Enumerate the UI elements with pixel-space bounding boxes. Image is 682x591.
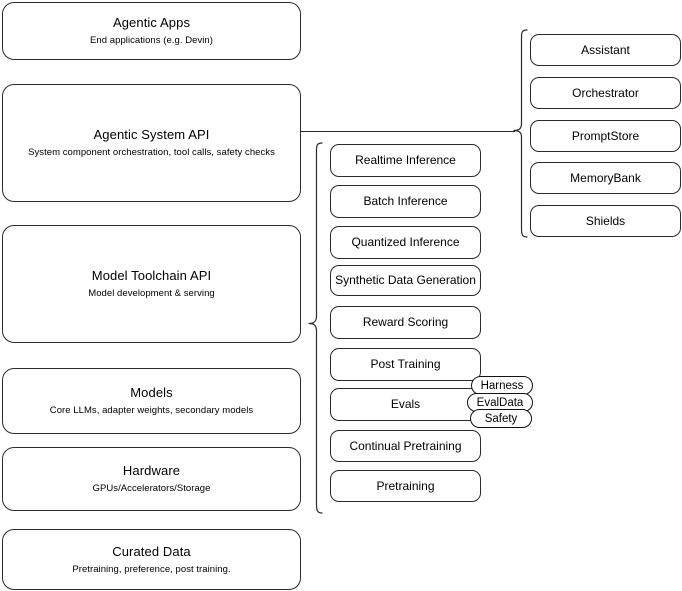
capability-box-synthetic-data-generation[interactable]: Synthetic Data Generation [330, 265, 481, 296]
capability-box-post-training[interactable]: Post Training [330, 348, 481, 381]
component-label: Shields [585, 213, 626, 228]
component-label: PromptStore [571, 128, 640, 143]
capability-box-batch-inference[interactable]: Batch Inference [330, 185, 481, 218]
layer-box-agentic-system-api[interactable]: Agentic System API System component orch… [2, 84, 301, 202]
component-box-assistant[interactable]: Assistant [530, 34, 681, 66]
connector-line-system-api-to-components [301, 130, 515, 132]
layer-box-hardware[interactable]: Hardware GPUs/Accelerators/Storage [2, 447, 301, 511]
layer-subtitle: Core LLMs, adapter weights, secondary mo… [49, 405, 254, 416]
eval-badge-label: Safety [484, 412, 518, 425]
layer-subtitle: Pretraining, preference, post training. [72, 563, 231, 575]
layer-title: Agentic Apps [112, 15, 191, 30]
component-box-shields[interactable]: Shields [530, 205, 681, 237]
component-box-promptstore[interactable]: PromptStore [530, 120, 681, 152]
eval-badge-safety[interactable]: Safety [470, 409, 532, 428]
capability-label: Batch Inference [363, 194, 448, 208]
layer-subtitle: Model development & serving [88, 288, 215, 299]
layer-subtitle: System component orchestration, tool cal… [28, 147, 275, 158]
brace-agentic-system [513, 29, 528, 238]
layer-title: Models [130, 385, 173, 400]
capability-label: Quantized Inference [351, 235, 460, 249]
layer-box-curated-data[interactable]: Curated Data Pretraining, preference, po… [2, 529, 301, 590]
layer-subtitle: End applications (e.g. Devin) [90, 35, 213, 46]
capability-label: Post Training [370, 357, 441, 371]
capability-label: Evals [390, 397, 421, 411]
capability-label: Pretraining [376, 478, 435, 493]
layer-title: Model Toolchain API [91, 268, 212, 283]
component-box-memorybank[interactable]: MemoryBank [530, 162, 681, 194]
capability-box-evals[interactable]: Evals [330, 388, 481, 421]
layer-box-agentic-apps[interactable]: Agentic Apps End applications (e.g. Devi… [2, 2, 301, 60]
component-box-orchestrator[interactable]: Orchestrator [530, 77, 681, 109]
component-label: Assistant [581, 42, 630, 57]
layer-title: Curated Data [112, 543, 191, 559]
brace-model-toolchain [308, 142, 323, 514]
layer-box-model-toolchain-api[interactable]: Model Toolchain API Model development & … [2, 225, 301, 343]
component-label: MemoryBank [570, 170, 641, 185]
capability-box-continual-pretraining[interactable]: Continual Pretraining [330, 430, 481, 462]
capability-label: Synthetic Data Generation [335, 273, 476, 287]
layer-subtitle: GPUs/Accelerators/Storage [92, 483, 211, 494]
capability-box-realtime-inference[interactable]: Realtime Inference [330, 144, 481, 177]
layer-title: Agentic System API [93, 127, 210, 142]
capability-box-quantized-inference[interactable]: Quantized Inference [330, 226, 481, 259]
capability-box-pretraining[interactable]: Pretraining [330, 470, 481, 502]
capability-label: Realtime Inference [355, 153, 456, 167]
eval-badge-label: Harness [480, 379, 524, 392]
capability-box-reward-scoring[interactable]: Reward Scoring [330, 306, 481, 339]
layer-title: Hardware [122, 463, 181, 478]
eval-badge-evaldata[interactable]: EvalData [467, 393, 533, 412]
layer-box-models[interactable]: Models Core LLMs, adapter weights, secon… [2, 368, 301, 434]
capability-label: Reward Scoring [362, 315, 449, 329]
capability-label: Continual Pretraining [349, 438, 462, 453]
component-label: Orchestrator [572, 85, 639, 100]
eval-badge-label: EvalData [476, 396, 524, 409]
